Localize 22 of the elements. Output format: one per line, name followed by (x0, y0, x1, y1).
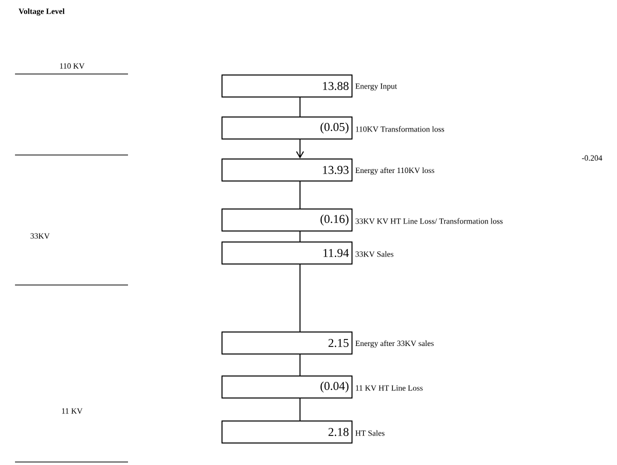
box-caption: HT Sales (355, 430, 384, 436)
value-box: 2.18 (222, 420, 352, 444)
voltage-label: 110 KV (60, 63, 85, 69)
value-box: (0.05) (222, 116, 352, 140)
value-box: (0.04) (222, 376, 352, 398)
voltage-label: 33KV (30, 233, 50, 239)
heading: Voltage Level (18, 8, 65, 16)
value-box: (0.16) (222, 208, 352, 232)
value-box: 13.93 (222, 158, 352, 182)
box-caption: 11 KV HT Line Loss (356, 385, 423, 391)
box-caption: 33KV Sales (356, 251, 394, 257)
box-caption: Energy after 110KV loss (355, 167, 434, 175)
value-box: 13.88 (222, 74, 352, 98)
box-caption: Energy after 33KV sales (355, 340, 434, 348)
voltage-label: 11 KV (62, 408, 83, 414)
box-caption: 110KV Transformation loss (356, 126, 444, 132)
value-box: 2.15 (222, 332, 352, 354)
connector-line (296, 139, 304, 158)
box-caption: Energy Input (355, 84, 397, 90)
value-label: -0.204 (582, 155, 602, 161)
value-box: 11.94 (222, 242, 352, 264)
box-caption: 33KV KV HT Line Loss/ Transformation loss (356, 218, 503, 224)
